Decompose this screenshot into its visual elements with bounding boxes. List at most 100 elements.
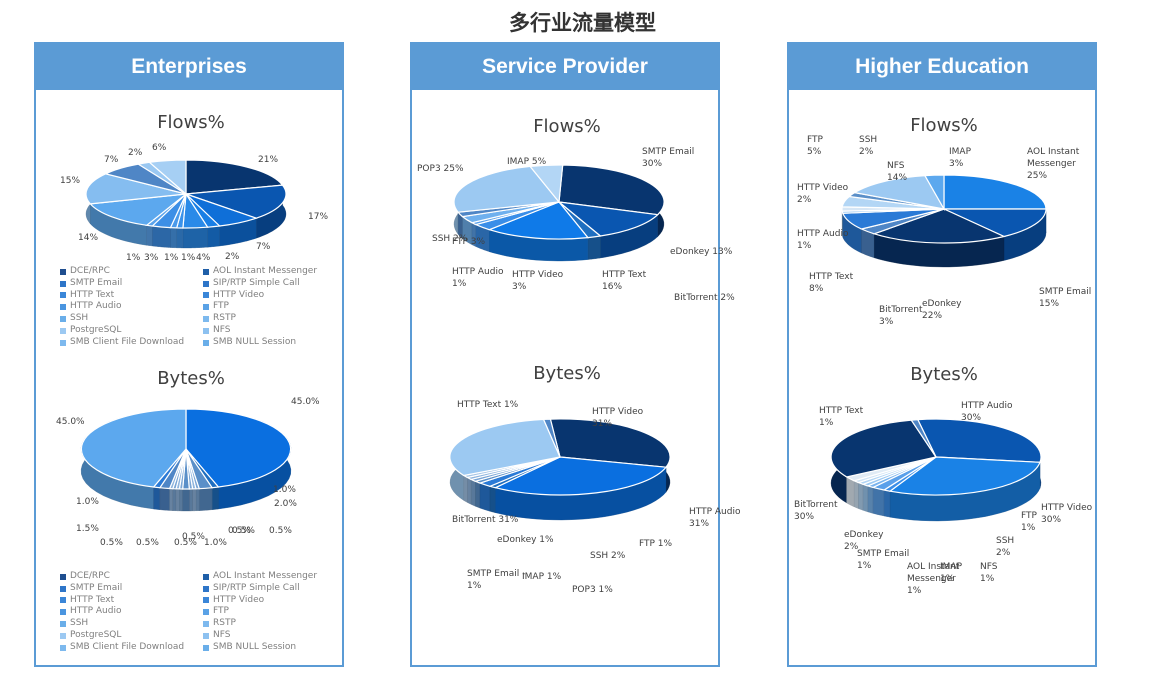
- legend-item-aol-instant-messenger: AOL Instant Messenger: [203, 266, 333, 278]
- legend-label: PostgreSQL: [70, 629, 122, 640]
- legend-swatch: [203, 644, 209, 651]
- data-label-v10: 0.5%: [100, 538, 123, 548]
- slice-side-2-0: [199, 487, 213, 511]
- data-label-ssh: SSH 2%: [590, 551, 626, 561]
- slice-side-ftp: [883, 489, 891, 518]
- legend-label: DCE/RPC: [70, 571, 110, 581]
- chart-enterprises: Flows%21%17%7%2%4%1%1%3%1%14%15%7%2%6%By…: [56, 112, 328, 548]
- slice-side-0-5: [172, 488, 177, 511]
- slice-side-nfs: [867, 485, 874, 514]
- legend-swatch: [203, 597, 209, 604]
- slice-side-4: [182, 227, 208, 249]
- data-label-v8: 0.5%: [182, 532, 205, 542]
- slice-bittorrent: [449, 418, 561, 477]
- data-label-v1: 1.0%: [273, 485, 296, 495]
- slice-side-1-5: [159, 487, 170, 511]
- slice-http-video: [549, 418, 671, 468]
- data-label-imap: IMAP 1%: [522, 572, 562, 582]
- legend-swatch: [60, 609, 66, 616]
- legend-label: FTP: [213, 301, 229, 312]
- slice-side-0-5: [192, 488, 197, 512]
- chart-title: Bytes%: [157, 368, 225, 389]
- legend-item-dce-rpc: DCE/RPC: [60, 266, 203, 278]
- data-label-v3: 2%: [225, 252, 240, 262]
- slice-http-video: [888, 456, 1041, 496]
- legend-label: SIP/RTP Simple Call: [213, 277, 300, 288]
- slice-45-0: [185, 408, 292, 488]
- data-label-v12: 1.0%: [76, 497, 99, 507]
- legend-item-smtp-email: SMTP Email: [60, 583, 203, 595]
- legend-label: HTTP Video: [213, 594, 265, 605]
- legend-item-http-audio: HTTP Audio: [60, 606, 203, 618]
- slice-side-1: [170, 227, 177, 249]
- data-label-ftp: FTP 1%: [639, 539, 673, 549]
- slice-side-0-5: [195, 488, 200, 511]
- legend-label: HTTP Audio: [70, 606, 122, 617]
- panel-header-higher-education: Higher Education: [789, 44, 1095, 90]
- legend-item-sip-rtp-simple-call: SIP/RTP Simple Call: [203, 278, 333, 290]
- legend-label: NFS: [213, 324, 231, 335]
- legend-item-smb-client-file-download: SMB Client File Download: [60, 337, 203, 349]
- legend-swatch: [203, 609, 209, 616]
- legend-label: SSH: [70, 618, 89, 629]
- data-label-v11: 1.5%: [76, 524, 99, 534]
- legend-swatch: [203, 339, 209, 346]
- slice-http-text: [487, 201, 590, 240]
- legend-item-ftp: FTP: [203, 606, 333, 618]
- legend-swatch: [60, 292, 66, 299]
- slice-side-0-5: [179, 488, 183, 512]
- legend-item-ftp: FTP: [203, 301, 333, 313]
- slice-bittorrent: [830, 419, 937, 478]
- data-label-edonkey: eDonkey 1%: [497, 535, 554, 545]
- legend-swatch: [203, 304, 209, 311]
- legend-item-smtp-email: SMTP Email: [60, 278, 203, 290]
- legend-item-http-text: HTTP Text: [60, 595, 203, 607]
- legend-item-http-text: HTTP Text: [60, 290, 203, 302]
- slice-side-0-5: [169, 488, 173, 511]
- slice-side-ssh: [479, 482, 491, 512]
- data-label-v9: 14%: [78, 233, 98, 243]
- data-label-v2: 2.0%: [274, 499, 297, 509]
- data-label-bittorrent: BitTorrent 2%: [674, 293, 735, 303]
- slice-side-0-5: [189, 488, 193, 512]
- slice-side-1: [146, 225, 153, 247]
- slice-smtp-email: [943, 208, 1047, 238]
- legend-item-postgresql: PostgreSQL: [60, 630, 203, 642]
- pie-1: Bytes%45.0%1.0%2.0%0.5%0.5%0.5%1.0%0.5%0…: [56, 368, 320, 548]
- data-label-v8: 1%: [126, 253, 141, 263]
- legend-label: SSH: [70, 313, 89, 324]
- slice-21: [185, 159, 284, 195]
- legend-label: SMTP Email: [70, 582, 123, 593]
- slice-side-smtp-email: [854, 480, 859, 509]
- slice-side-imap: [471, 479, 476, 507]
- slice-side-edonkey: [463, 475, 468, 503]
- legend-label: SMB NULL Session: [213, 336, 297, 347]
- data-label-v13: 45.0%: [56, 417, 85, 427]
- legend-label: SMTP Email: [70, 277, 123, 288]
- data-label-v11: 7%: [104, 155, 119, 165]
- data-label-v1: 17%: [308, 212, 328, 222]
- slice-side-imap: [862, 484, 869, 513]
- data-label-ftp: FTP 3%: [452, 237, 486, 247]
- legend-swatch: [60, 621, 66, 628]
- legend-swatch: [60, 280, 66, 287]
- legend-item-ssh: SSH: [60, 313, 203, 325]
- slice-15: [85, 173, 187, 205]
- legend-swatch: [60, 632, 66, 639]
- legend-label: NFS: [213, 629, 231, 640]
- legend-label: HTTP Text: [70, 289, 115, 300]
- legend-item-aol-instant-messenger: AOL Instant Messenger: [203, 571, 333, 583]
- legend-swatch: [203, 316, 209, 323]
